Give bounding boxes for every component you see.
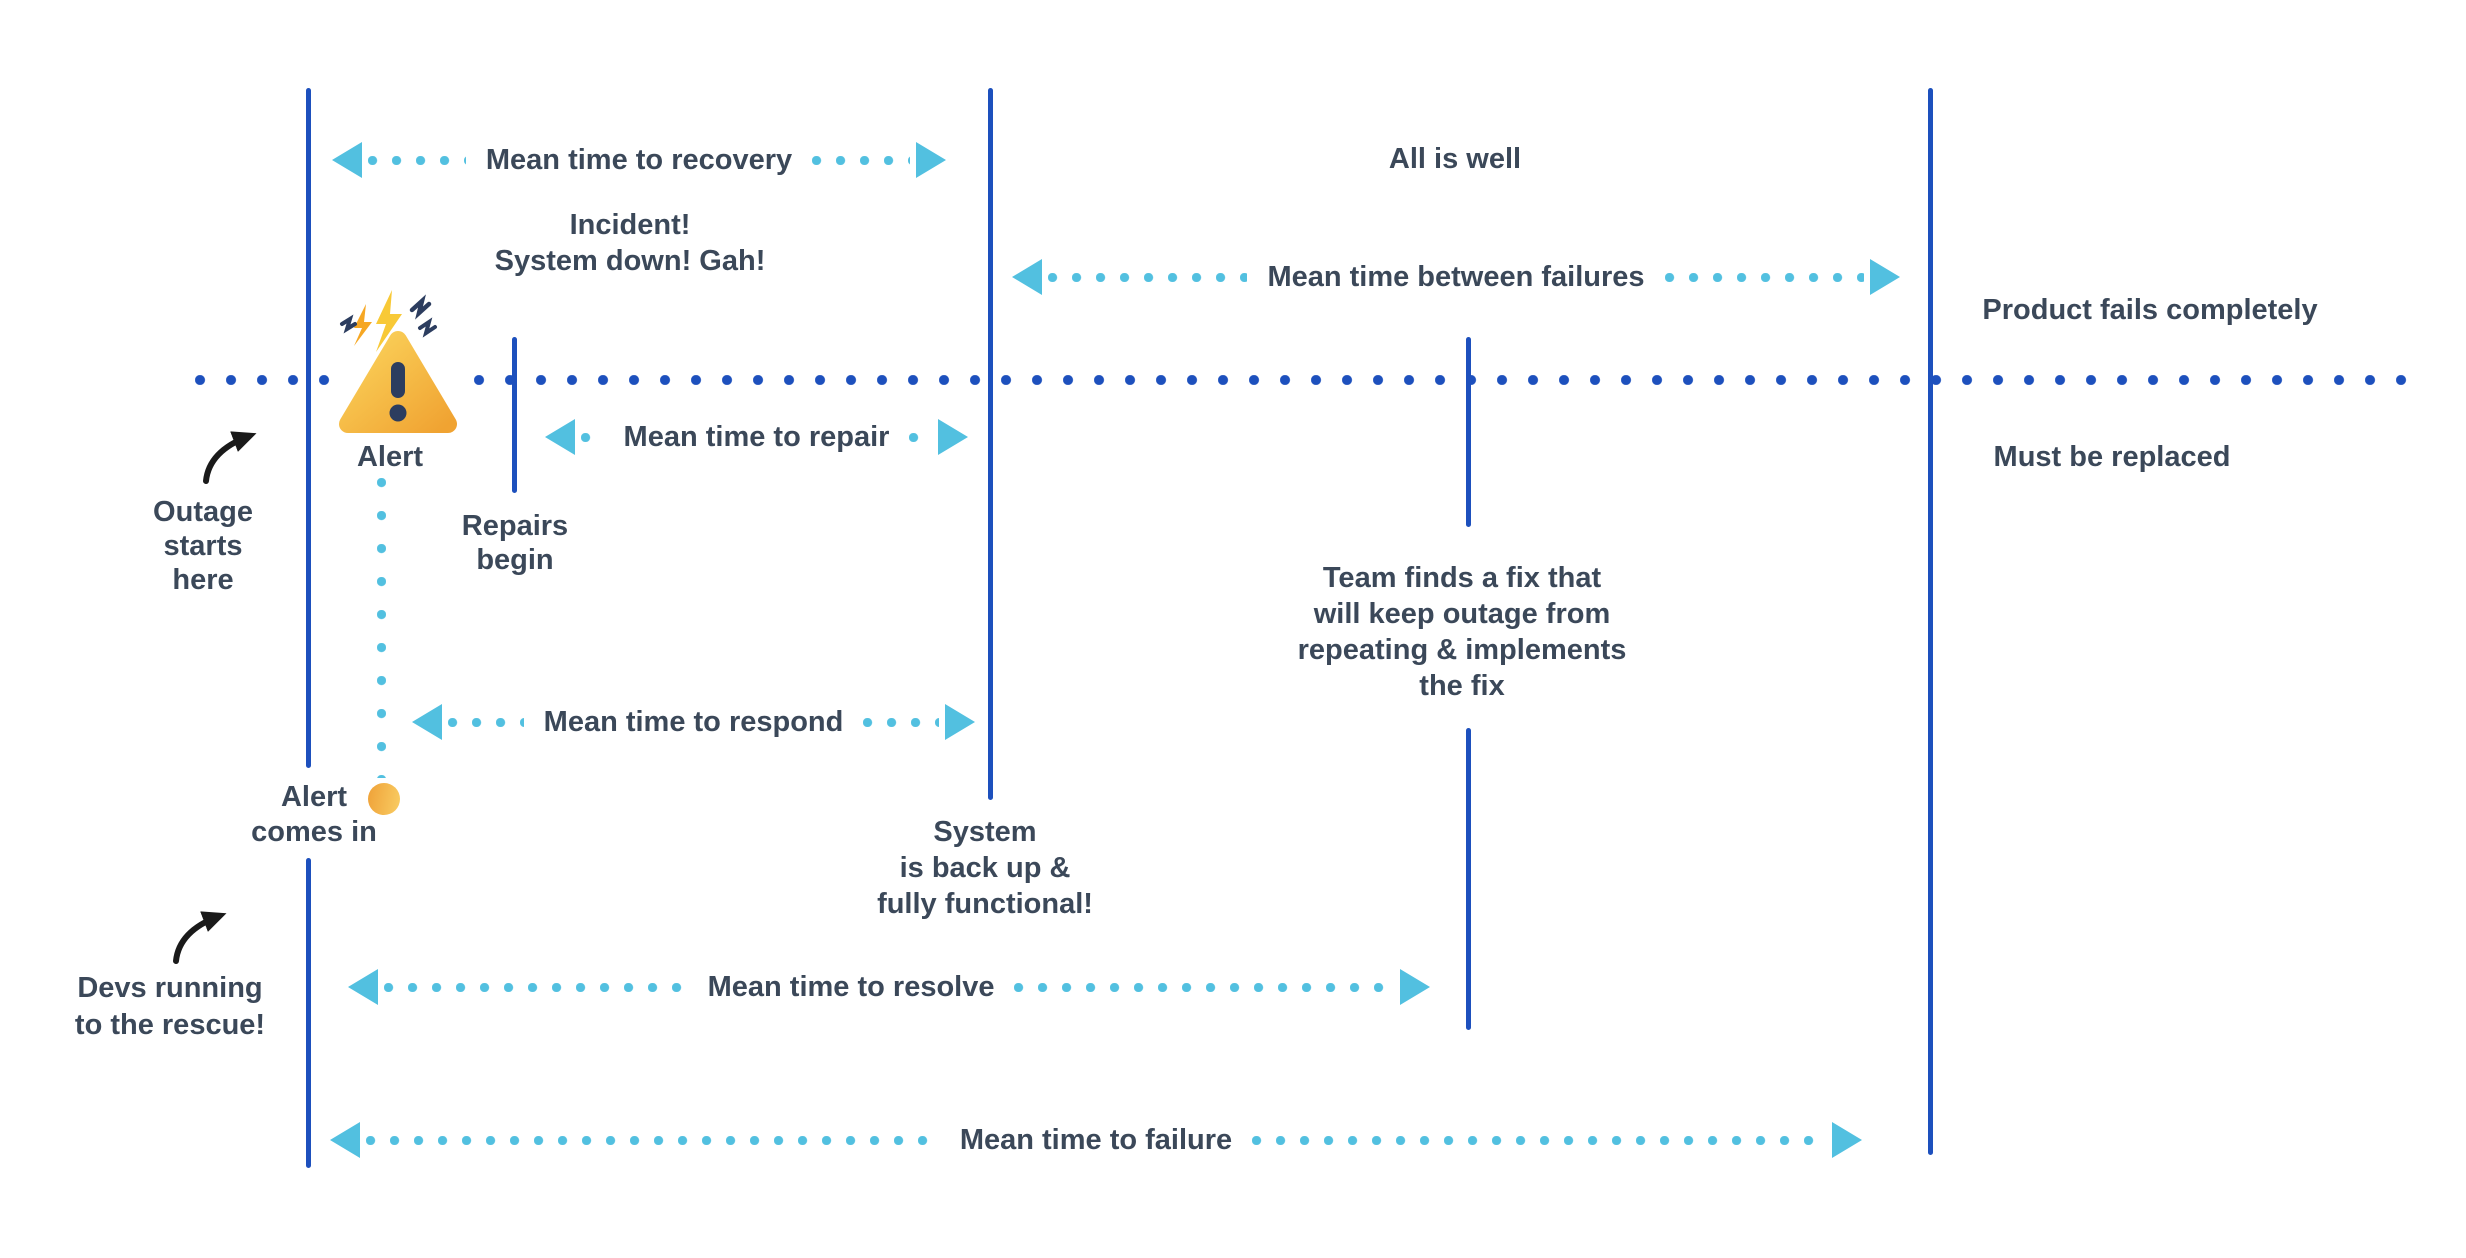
alert-comes-in-caption: Alert comes in xyxy=(251,780,377,850)
outage-starts-line3: here xyxy=(172,564,234,596)
repairs-begin-tick xyxy=(512,337,517,493)
outage-starts-line1: Outage xyxy=(153,496,253,528)
right-arrowhead-icon xyxy=(938,419,968,455)
metric-label-respond: Mean time to respond xyxy=(543,705,844,738)
timeline-line-fix-implemented-upper xyxy=(1466,337,1471,527)
incident-caption: Incident! System down! Gah! xyxy=(495,207,766,279)
team-fix-line1: Team finds a fix that xyxy=(1322,562,1602,594)
timeline-line-fix-implemented-lower xyxy=(1466,728,1471,1030)
team-fix-line3: repeating & implements xyxy=(1297,634,1627,666)
dotted-arrow-line xyxy=(368,155,466,165)
system-back-line3: fully functional! xyxy=(877,888,1093,920)
repairs-begin-line1: Repairs xyxy=(461,510,569,542)
alert-caption: Alert xyxy=(356,441,424,473)
system-back-line2: is back up & xyxy=(899,852,1071,884)
curved-arrow-icon xyxy=(195,423,273,491)
dotted-arrow-line xyxy=(384,982,688,992)
system-back-caption: System is back up & fully functional! xyxy=(877,814,1093,922)
dotted-arrow-line xyxy=(909,432,932,442)
warning-triangle-icon xyxy=(330,288,460,434)
team-fix-caption: Team finds a fix that will keep outage f… xyxy=(1298,560,1627,704)
left-arrowhead-icon xyxy=(332,142,362,178)
dotted-arrow-line xyxy=(1664,272,1864,282)
dotted-arrow-line xyxy=(1048,272,1248,282)
alert-comes-in-line1: Alert xyxy=(280,781,348,813)
dotted-arrow-line xyxy=(581,432,604,442)
right-arrowhead-icon xyxy=(945,704,976,740)
dotted-arrow-line xyxy=(448,717,524,727)
metric-label-resolve: Mean time to resolve xyxy=(707,970,995,1003)
timeline-line-product-fails xyxy=(1928,88,1933,1155)
dotted-arrow-line xyxy=(1014,982,1394,992)
alert-comes-in-line2: comes in xyxy=(251,816,377,848)
curved-arrow-icon xyxy=(165,903,243,971)
timeline-line-system-restored xyxy=(988,88,993,800)
team-fix-line4: the fix xyxy=(1419,670,1505,702)
metric-arrow-repair: Mean time to repair xyxy=(545,419,968,455)
alert-dotted-connector xyxy=(377,478,386,778)
outage-starts-line2: starts xyxy=(163,530,243,562)
left-arrowhead-icon xyxy=(545,419,575,455)
incident-caption-line2: System down! Gah! xyxy=(494,245,766,277)
dotted-arrow-line xyxy=(863,717,940,727)
metric-label-recovery: Mean time to recovery xyxy=(485,143,793,176)
outage-starts-caption: Outage starts here xyxy=(153,495,253,597)
metric-arrow-respond: Mean time to respond xyxy=(412,704,976,740)
right-arrowhead-icon xyxy=(916,142,947,178)
metric-arrow-between-failures: Mean time between failures xyxy=(1012,259,1900,295)
metric-label-between-failures: Mean time between failures xyxy=(1267,260,1645,293)
dotted-timeline xyxy=(195,375,2417,385)
team-fix-line2: will keep outage from xyxy=(1313,598,1611,630)
repairs-begin-caption: Repairs begin xyxy=(462,509,568,577)
right-arrowhead-icon xyxy=(1832,1122,1863,1158)
metric-label-repair: Mean time to repair xyxy=(623,420,890,453)
all-is-well-caption: All is well xyxy=(1388,143,1522,175)
alert-dot-icon xyxy=(368,783,400,815)
left-arrowhead-icon xyxy=(412,704,442,740)
left-arrowhead-icon xyxy=(1012,259,1042,295)
product-fails-caption: Product fails completely xyxy=(1982,294,2318,326)
metric-label-failure: Mean time to failure xyxy=(959,1123,1233,1156)
metric-arrow-failure: Mean time to failure xyxy=(330,1122,1863,1158)
right-arrowhead-icon xyxy=(1400,969,1430,1005)
timeline-line-outage-start-lower xyxy=(306,858,311,1168)
dotted-arrow-line xyxy=(812,155,911,165)
must-be-replaced-caption: Must be replaced xyxy=(1993,441,2231,473)
system-back-line1: System xyxy=(933,816,1037,848)
timeline-line-outage-start-upper xyxy=(306,88,311,768)
metric-arrow-recovery: Mean time to recovery xyxy=(332,142,947,178)
left-arrowhead-icon xyxy=(330,1122,360,1158)
dotted-arrow-line xyxy=(1252,1135,1827,1145)
repairs-begin-line2: begin xyxy=(476,544,554,576)
left-arrowhead-icon xyxy=(348,969,378,1005)
incident-caption-line1: Incident! xyxy=(569,209,691,241)
devs-running-line2: to the rescue! xyxy=(74,1009,266,1041)
dotted-arrow-line xyxy=(366,1135,940,1145)
devs-running-line1: Devs running xyxy=(77,972,263,1004)
devs-running-caption: Devs running to the rescue! xyxy=(75,970,265,1044)
right-arrowhead-icon xyxy=(1870,259,1900,295)
metric-arrow-resolve: Mean time to resolve xyxy=(348,969,1430,1005)
